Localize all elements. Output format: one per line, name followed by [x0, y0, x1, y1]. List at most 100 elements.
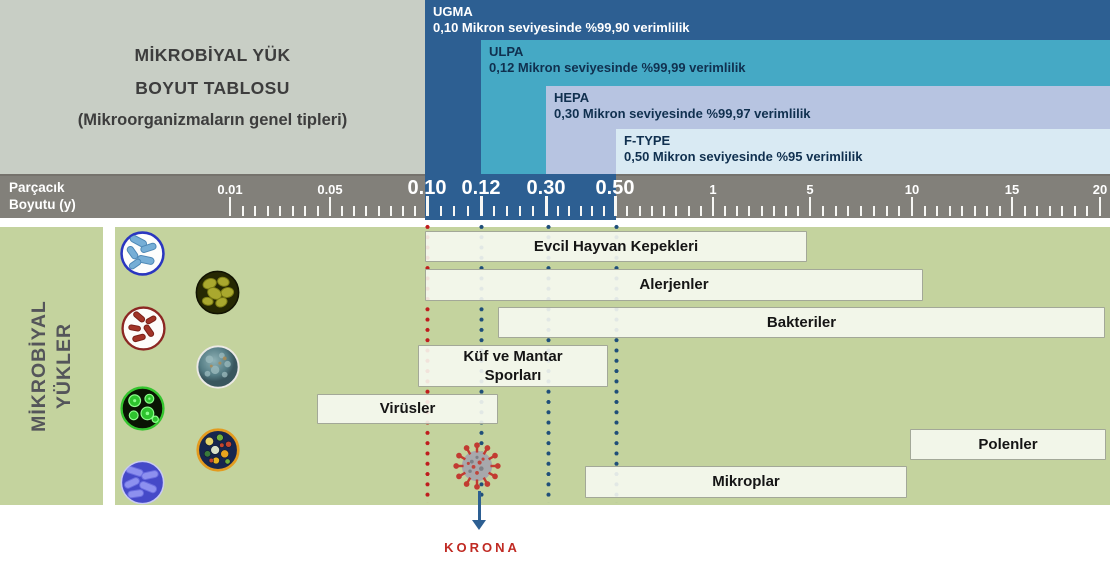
ruler-tick-minor	[1073, 206, 1076, 216]
ruler-tick-minor	[638, 206, 641, 216]
filter-name: ULPA	[489, 44, 524, 59]
ruler-tick-minor	[748, 206, 751, 216]
korona-arrow-head-icon	[472, 520, 486, 530]
ruler-tick-minor	[784, 206, 787, 216]
microbial-loads-sidebar: MİKROBİYAL YÜKLER	[0, 227, 103, 505]
ruler-tick-label: 0.30	[526, 177, 566, 199]
ruler-tick-minor	[834, 206, 837, 216]
ruler-tick-minor	[316, 206, 319, 216]
size-range-bar: Bakteriler	[498, 307, 1105, 338]
ruler-tick-minor	[973, 206, 976, 216]
size-range-bar: Alerjenler	[425, 269, 923, 301]
ruler-tick-minor	[279, 206, 281, 216]
ruler-tick-minor	[266, 206, 269, 216]
ruler-tick-minor	[998, 206, 1001, 216]
ruler-tick-label: 5	[806, 182, 814, 197]
korona-label: KORONA	[444, 540, 520, 555]
ruler-tick-minor	[377, 206, 380, 216]
ruler-tick-minor	[699, 206, 702, 216]
size-range-bar: Virüsler	[317, 394, 498, 424]
ruler-tick-minor	[602, 206, 605, 216]
ruler-tick-minor	[413, 206, 416, 216]
ruler-tick-minor	[439, 206, 442, 216]
ruler-tick-minor	[453, 206, 455, 216]
organism-red-rod-bacteria-image	[121, 306, 166, 351]
ruler-tick-minor	[736, 206, 739, 216]
size-range-bar: Küf ve Mantar Sporları	[418, 345, 608, 387]
ruler-tick-minor	[650, 206, 653, 216]
ruler-tick-minor	[885, 206, 888, 216]
ruler-tick-minor	[493, 206, 495, 216]
ruler-tick-minor	[687, 206, 690, 216]
ruler-tick-minor	[626, 206, 629, 216]
organism-yellow-mold-spores-image	[195, 270, 240, 315]
size-range-bar: Polenler	[910, 429, 1106, 460]
ruler-tick-minor	[724, 206, 727, 216]
ruler-tick-minor	[1061, 206, 1064, 216]
filter-name: UGMA	[433, 4, 473, 19]
corona-virus-image	[451, 440, 503, 492]
ruler-tick-minor	[986, 206, 988, 216]
ruler-tick-major	[329, 197, 331, 216]
ruler-tick-minor	[304, 206, 306, 216]
ruler-tick-minor	[519, 206, 521, 216]
ruler-tick-minor	[936, 206, 938, 216]
ruler-tick-minor	[898, 206, 901, 216]
organism-purple-rod-bacteria-image	[120, 460, 165, 505]
ruler-tick-major	[425, 196, 429, 216]
title-panel: MİKROBİYAL YÜK BOYUT TABLOSU (Mikroorgan…	[0, 0, 425, 174]
size-guideline-0.50	[613, 222, 619, 503]
organism-blue-rod-bacteria-image	[120, 231, 165, 276]
ruler-tick-minor	[353, 206, 356, 216]
page-title-line2: BOYUT TABLOSU	[135, 77, 290, 98]
ruler-tick-minor	[506, 206, 508, 216]
ruler-tick-minor	[1036, 206, 1039, 216]
size-range-bar: Mikroplar	[585, 466, 907, 498]
ruler-tick-major	[229, 197, 231, 216]
organism-teal-mold-colony-image	[196, 345, 240, 389]
filter-desc: 0,50 Mikron seviyesinde %95 verimlilik	[624, 149, 863, 164]
ruler-tick-label: 1	[709, 182, 717, 197]
ruler-tick-minor	[241, 206, 244, 216]
ruler-tick-minor	[872, 206, 875, 216]
filter-desc: 0,30 Mikron seviyesinde %99,97 verimlili…	[554, 106, 811, 121]
ruler-tick-major	[479, 196, 483, 216]
ruler-tick-major	[544, 196, 548, 216]
filter-desc: 0,12 Mikron seviyesinde %99,99 verimlili…	[489, 60, 746, 75]
page-title-line3: (Mikroorganizmaların genel tipleri)	[77, 110, 348, 129]
ruler-axis-label: Parçacık Boyutu (y)	[9, 179, 76, 213]
size-range-bar: Evcil Hayvan Kepekleri	[425, 231, 807, 262]
filter-desc: 0,10 Mikron seviyesinde %99,90 verimlili…	[433, 20, 690, 35]
ruler-tick-minor	[663, 206, 665, 216]
ruler-tick-minor	[556, 206, 559, 216]
ruler-tick-major	[911, 197, 913, 216]
ruler-tick-minor	[948, 206, 951, 216]
filter-band-ftype: F-TYPE 0,50 Mikron seviyesinde %95 verim…	[616, 129, 1110, 174]
ruler-tick-minor	[860, 206, 862, 216]
ruler-tick-major	[613, 196, 617, 216]
ruler-tick-minor	[579, 206, 582, 216]
ruler-tick-major	[1011, 197, 1013, 216]
ruler-tick-minor	[796, 206, 799, 216]
ruler-tick-minor	[341, 206, 344, 216]
ruler-tick-label: 0.50	[595, 177, 635, 199]
ruler-axis-label-line1: Parçacık	[9, 180, 65, 195]
ruler-tick-minor	[675, 206, 678, 216]
filter-name: F-TYPE	[624, 133, 671, 148]
ruler-tick-minor	[760, 206, 763, 216]
sidebar-label: MİKROBİYAL YÜKLER	[27, 300, 75, 432]
ruler-tick-minor	[365, 206, 368, 216]
ruler-tick-minor	[821, 206, 824, 216]
ruler-tick-label: 20	[1092, 182, 1108, 197]
ruler-axis-label-line2: Boyutu (y)	[9, 197, 76, 212]
ruler-tick-label: 0.05	[317, 182, 343, 197]
ruler-tick-minor	[254, 206, 256, 216]
ruler-tick-minor	[389, 206, 392, 216]
ruler-tick-minor	[1086, 206, 1089, 216]
ruler-tick-label: 10	[904, 182, 920, 197]
filter-name: HEPA	[554, 90, 590, 105]
ruler-tick-major	[809, 197, 811, 216]
